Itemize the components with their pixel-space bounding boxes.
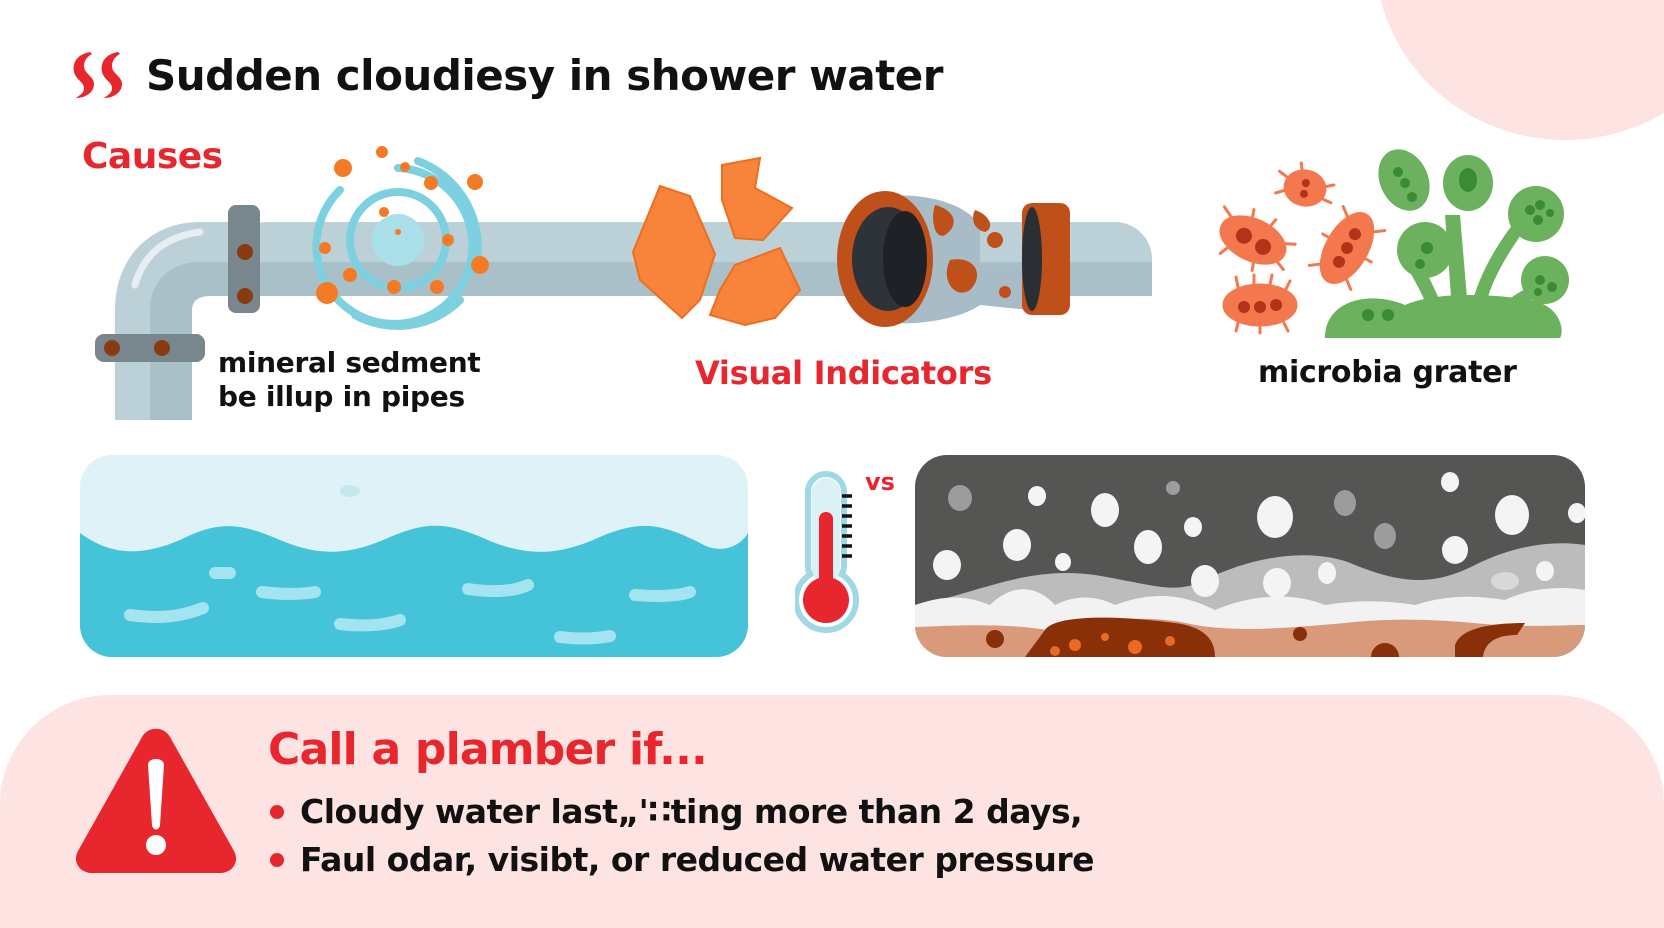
alert-bullet: Cloudy water last„'∷ting more than 2 day… [270,788,1094,836]
alert-list: Cloudy water last„'∷ting more than 2 day… [270,788,1095,884]
page-title: Sudden cloudiesy in shower water [146,50,944,100]
warning-icon [75,728,237,873]
alert-title: Call a plamber if... [268,724,708,775]
clear-water-panel [80,455,748,657]
alert-bullet: Faul odar, visibt, or reduced water pres… [270,836,1095,884]
visual-indicators-label: Visual Indicators [695,354,992,392]
bullet-dot-icon [270,805,284,819]
title-row: Sudden cloudiesy in shower water [70,48,944,102]
cloudy-water-panel [915,455,1585,657]
vs-label: vs [865,468,895,496]
rusted-pipe-icon [837,191,1070,327]
thermometer-icon [795,471,859,633]
mineral-sediment-label: mineral sedment be illup in pipes [218,346,481,413]
bullet-dot-icon [270,853,284,867]
crystal-fragments-icon [631,156,802,327]
quote-icon [70,48,128,102]
pipe-illustration [95,146,1569,420]
microbial-growth-label: microbia grater [1258,355,1517,390]
decorative-blob [1375,0,1664,140]
bacteria-icon [1218,161,1387,335]
causes-heading: Causes [82,136,223,177]
mold-icon [1325,149,1569,338]
